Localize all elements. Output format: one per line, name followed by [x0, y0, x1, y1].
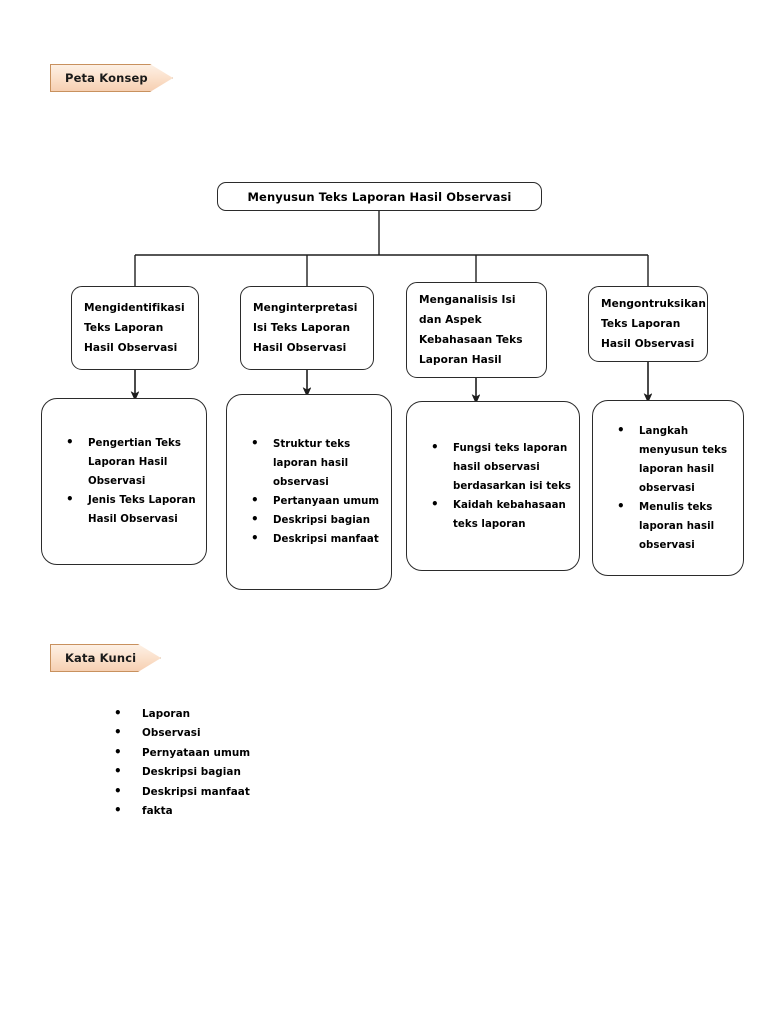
- list-item: Pertanyaan umum: [237, 491, 385, 511]
- detail-bullet-list-2: Struktur teks laporan hasil observasi Pe…: [237, 434, 385, 549]
- stage-line: Menganalisis Isi: [419, 294, 516, 306]
- diagram-stage-node-2: Menginterpretasi Isi Teks Laporan Hasil …: [240, 286, 374, 370]
- list-item: Observasi: [104, 723, 250, 743]
- list-item: Fungsi teks laporan hasil observasi berd…: [417, 438, 573, 496]
- diagram-detail-node-3: Fungsi teks laporan hasil observasi berd…: [406, 401, 580, 571]
- stage-line: Laporan Hasil: [419, 354, 502, 366]
- section-banner-concept-map: Peta Konsep: [50, 64, 150, 92]
- diagram-stage-node-3: Menganalisis Isi dan Aspek Kebahasaan Te…: [406, 282, 547, 378]
- diagram-stage-label-1: Mengidentifikasi Teks Laporan Hasil Obse…: [84, 298, 185, 358]
- diagram-stage-label-2: Menginterpretasi Isi Teks Laporan Hasil …: [253, 298, 357, 358]
- list-item: Deskripsi bagian: [237, 510, 385, 530]
- stage-line: Hasil Observasi: [601, 338, 695, 350]
- diagram-detail-node-4: Langkah menyusun teks laporan hasil obse…: [592, 400, 744, 576]
- detail-bullet-list-1: Pengertian Teks Laporan Hasil Observasi …: [52, 433, 200, 529]
- list-item: Deskripsi manfaat: [104, 782, 250, 802]
- stage-line: dan Aspek: [419, 314, 482, 326]
- list-item: fakta: [104, 801, 250, 821]
- list-item: Pernyataan umum: [104, 743, 250, 763]
- stage-line: Isi Teks Laporan: [253, 322, 351, 334]
- diagram-root-label: Menyusun Teks Laporan Hasil Observasi: [247, 189, 512, 204]
- diagram-stage-label-4: Mengontruksikan Teks Laporan Hasil Obser…: [601, 294, 706, 354]
- section-banner-label: Peta Konsep: [65, 71, 148, 85]
- list-item: Langkah menyusun teks laporan hasil obse…: [603, 421, 737, 498]
- stage-line: Menginterpretasi: [253, 302, 358, 314]
- detail-bullet-list-3: Fungsi teks laporan hasil observasi berd…: [417, 438, 573, 534]
- list-item: Pengertian Teks Laporan Hasil Observasi: [52, 433, 200, 491]
- list-item: Jenis Teks Laporan Hasil Observasi: [52, 490, 200, 529]
- list-item: Menulis teks laporan hasil observasi: [603, 497, 737, 555]
- diagram-stage-node-4: Mengontruksikan Teks Laporan Hasil Obser…: [588, 286, 708, 362]
- stage-line: Teks Laporan: [601, 318, 681, 330]
- section-banner-label: Kata Kunci: [65, 651, 137, 665]
- diagram-stage-label-3: Menganalisis Isi dan Aspek Kebahasaan Te…: [419, 290, 523, 370]
- diagram-stage-node-1: Mengidentifikasi Teks Laporan Hasil Obse…: [71, 286, 199, 370]
- list-item: Laporan: [104, 704, 250, 724]
- diagram-detail-node-2: Struktur teks laporan hasil observasi Pe…: [226, 394, 392, 590]
- list-item: Kaidah kebahasaan teks laporan: [417, 495, 573, 534]
- section-banner-keywords: Kata Kunci: [50, 644, 138, 672]
- stage-line: Mengontruksikan: [601, 298, 706, 310]
- stage-line: Teks Laporan: [84, 322, 164, 334]
- stage-line: Kebahasaan Teks: [419, 334, 523, 346]
- list-item: Deskripsi manfaat: [237, 529, 385, 549]
- detail-bullet-list-4: Langkah menyusun teks laporan hasil obse…: [603, 421, 737, 555]
- stage-line: Hasil Observasi: [253, 342, 347, 354]
- list-item: Struktur teks laporan hasil observasi: [237, 434, 385, 492]
- diagram-root-node: Menyusun Teks Laporan Hasil Observasi: [217, 182, 542, 211]
- diagram-detail-node-1: Pengertian Teks Laporan Hasil Observasi …: [41, 398, 207, 565]
- stage-line: Mengidentifikasi: [84, 302, 185, 314]
- list-item: Deskripsi bagian: [104, 762, 250, 782]
- keyword-list: Laporan Observasi Pernyataan umum Deskri…: [104, 704, 250, 821]
- stage-line: Hasil Observasi: [84, 342, 178, 354]
